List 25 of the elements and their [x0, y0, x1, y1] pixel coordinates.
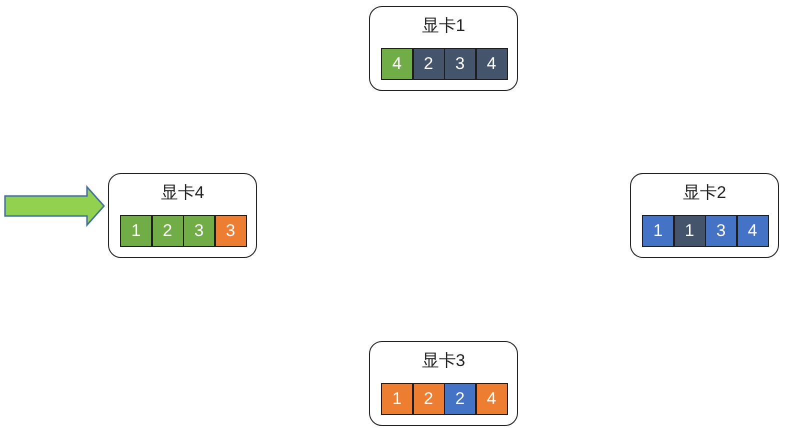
box-title: 显卡3 — [420, 350, 466, 372]
box-title: 显卡1 — [420, 15, 466, 37]
block-arrow — [4, 185, 105, 227]
box-title: 显卡4 — [160, 182, 206, 204]
number-cell: 1 — [120, 215, 152, 247]
rounded-box — [369, 341, 518, 426]
number-cell: 3 — [183, 215, 215, 247]
number-cell: 2 — [412, 48, 444, 80]
number-cell: 2 — [152, 215, 184, 247]
number-cell: 3 — [444, 48, 476, 80]
number-cell: 4 — [476, 48, 508, 80]
number-cell: 2 — [412, 383, 444, 415]
rounded-box — [630, 173, 779, 258]
number-cell: 4 — [381, 48, 413, 80]
number-cell: 1 — [642, 215, 674, 247]
number-cell: 4 — [736, 215, 768, 247]
rounded-box — [108, 173, 257, 258]
number-cell: 3 — [214, 215, 246, 247]
number-cell: 3 — [705, 215, 737, 247]
box-title: 显卡2 — [682, 182, 728, 204]
number-cell: 1 — [381, 383, 413, 415]
number-cell: 4 — [476, 383, 508, 415]
rounded-box — [369, 6, 518, 91]
number-cell: 1 — [674, 215, 706, 247]
number-cell: 2 — [444, 383, 476, 415]
